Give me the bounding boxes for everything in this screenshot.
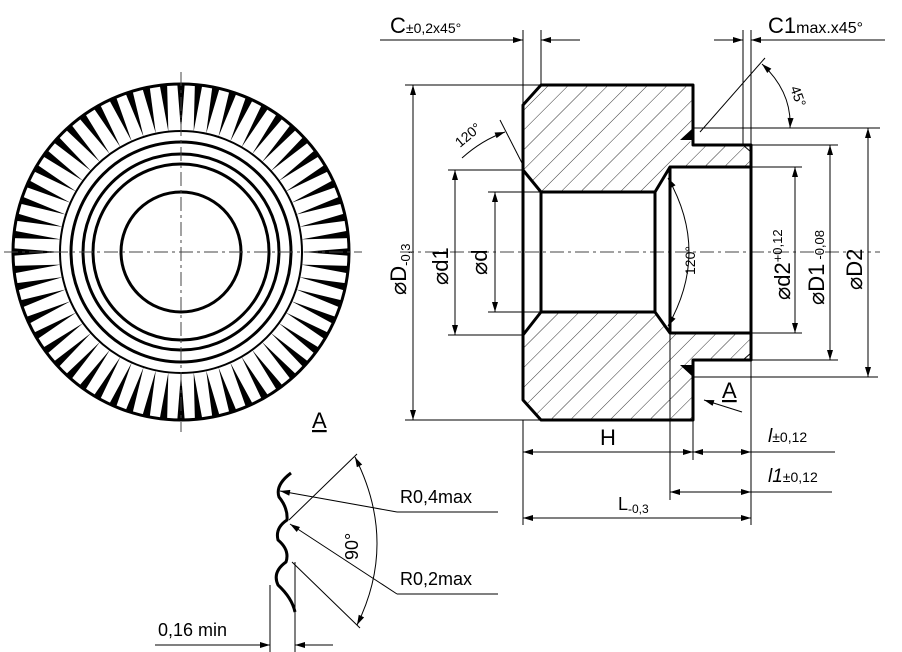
- knurl-tooth: [125, 367, 144, 413]
- knurl-tooth: [15, 213, 63, 227]
- dim-D2-label: ⌀D2: [842, 249, 867, 290]
- knurl-tooth: [33, 164, 77, 192]
- knurl-tooth: [33, 312, 77, 340]
- dim-D1-label: ⌀D1-0,08: [804, 230, 829, 305]
- knurl-tooth: [53, 332, 92, 368]
- knurl-tooth: [13, 264, 61, 274]
- knurl-tooth: [252, 113, 283, 155]
- knurl-tooth: [13, 230, 61, 240]
- knurl-tooth: [26, 301, 71, 324]
- part-outline: [521, 83, 753, 422]
- knurl-tooth: [79, 349, 110, 391]
- knurl-tooth: [302, 248, 349, 256]
- dim-d2-label: ⌀d2+0,12: [770, 229, 795, 300]
- knurl-tooth: [278, 323, 320, 354]
- knurl-teeth: [13, 84, 349, 420]
- knurl-tooth: [42, 150, 84, 181]
- knurl-tooth: [299, 277, 347, 291]
- dim-d1-label: ⌀d1: [428, 247, 453, 285]
- knurl-tooth: [270, 332, 309, 368]
- knurl-tooth: [261, 341, 297, 380]
- knurl-tooth: [252, 349, 283, 391]
- min-pitch-label: 0,16 min: [158, 620, 227, 640]
- knurl-tooth: [142, 86, 156, 134]
- knurl-tooth: [125, 91, 144, 137]
- r-top-label: R0,4max: [400, 487, 472, 507]
- knurl-tooth: [20, 196, 66, 215]
- knurl-tooth: [93, 104, 121, 148]
- knurl-tooth: [285, 164, 329, 192]
- knurl-tooth: [291, 301, 336, 324]
- section-arrow-label: A: [722, 378, 737, 403]
- knurl-tooth: [159, 372, 169, 420]
- knurl-tooth: [79, 113, 110, 155]
- dim-H-label: H: [600, 425, 616, 450]
- knurl-tooth: [296, 289, 342, 308]
- knurl-tooth: [270, 136, 309, 172]
- knurl-tooth: [218, 367, 237, 413]
- knurl-tooth: [109, 362, 132, 407]
- dim-L-label: L-0,3: [618, 494, 649, 516]
- knurl-tooth: [301, 230, 349, 240]
- knurl-tooth: [230, 97, 253, 142]
- knurl-end-view: A: [4, 72, 362, 433]
- knurl-tooth: [299, 213, 347, 227]
- knurl-tooth: [15, 277, 63, 291]
- knurl-tooth: [65, 341, 101, 380]
- dim-l1-label: l1±0,12: [768, 466, 818, 487]
- angle-120-top-label: 120°: [452, 119, 484, 150]
- knurl-tooth: [20, 289, 66, 308]
- dim-d-label: ⌀d: [467, 250, 492, 275]
- knurl-tooth: [177, 373, 185, 420]
- knurl-tooth: [109, 97, 132, 142]
- chamfer-left-label: C±0,2x45°: [390, 13, 461, 38]
- knurl-tooth: [142, 370, 156, 418]
- knurl-tooth: [278, 150, 320, 181]
- knurl-tooth: [301, 264, 349, 274]
- chamfer-right-label: C1max.x45°: [768, 13, 863, 38]
- dim-D-label: ⌀D-0,3: [386, 243, 413, 295]
- knurl-tooth: [26, 180, 71, 203]
- knurl-tooth: [241, 356, 269, 400]
- r-bottom-label: R0,2max: [400, 569, 472, 589]
- knurl-tooth: [206, 370, 220, 418]
- knurl-tooth: [206, 86, 220, 134]
- section-view: C±0,2x45° C1max.x45° 45° 120° 120° ⌀D-0,…: [380, 13, 885, 525]
- upper-hatch: [523, 85, 751, 192]
- knurl-tooth: [291, 180, 336, 203]
- knurl-tooth: [285, 312, 329, 340]
- knurl-tooth: [193, 84, 203, 132]
- tooth-profile: [274, 471, 297, 613]
- knurl-tooth: [230, 362, 253, 407]
- tooth-profile-detail: 90° R0,4max R0,2max 0,16 min: [155, 453, 498, 652]
- knurl-tooth: [65, 124, 101, 163]
- knurl-tooth: [296, 196, 342, 215]
- lower-hatch: [523, 312, 751, 420]
- dim-l-label: l±0,12: [768, 426, 807, 447]
- angle-90-label: 90°: [342, 533, 362, 560]
- view-label: A: [312, 408, 327, 433]
- angle-45-label: 45°: [787, 84, 809, 109]
- knurl-tooth: [159, 84, 169, 132]
- knurl-tooth: [53, 136, 92, 172]
- knurl-tooth: [93, 356, 121, 400]
- knurl-tooth: [193, 372, 203, 420]
- bore-outline: [521, 165, 751, 336]
- angle-120-bore-label: 120°: [682, 246, 698, 275]
- knurl-tooth: [261, 124, 297, 163]
- knurl-tooth: [241, 104, 269, 148]
- knurl-tooth: [218, 91, 237, 137]
- knurl-tooth: [42, 323, 84, 354]
